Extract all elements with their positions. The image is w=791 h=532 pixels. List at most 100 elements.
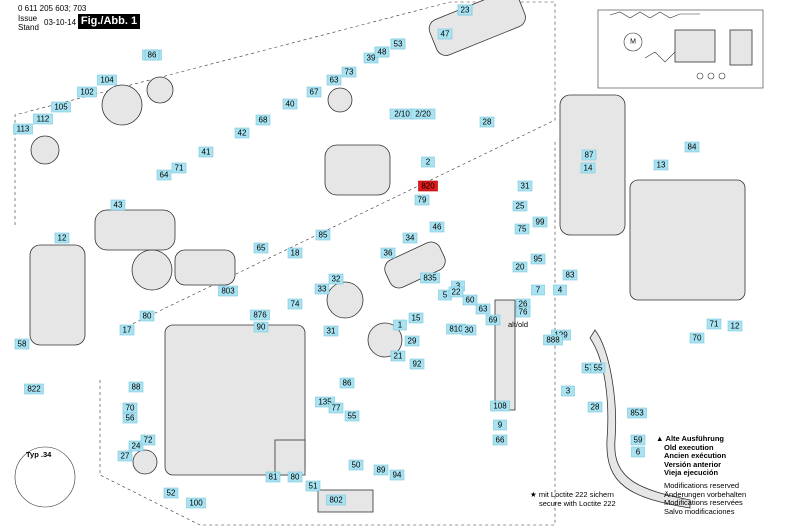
- part-label-text: 80: [143, 312, 152, 321]
- part-label-box: [282, 98, 298, 110]
- part-label-text: 50: [352, 461, 361, 470]
- part-label-box: [363, 52, 379, 64]
- part-label: 87: [581, 149, 597, 161]
- part-label: 94: [389, 469, 405, 481]
- part-label: 9: [493, 419, 507, 431]
- part-label-box: [532, 216, 548, 228]
- part-label-text: 12: [731, 322, 740, 331]
- part-label-text: 31: [521, 182, 530, 191]
- part-label-text: 27: [121, 452, 130, 461]
- part-label-box: [420, 272, 440, 284]
- alt-old-label: alt/old: [508, 320, 529, 329]
- part-label: 112: [33, 113, 53, 125]
- part-label-box: [410, 108, 436, 120]
- part-label-text: 876: [253, 311, 267, 320]
- part-label: 55: [590, 362, 606, 374]
- part-label: 14: [580, 162, 596, 174]
- part-label-box: [171, 162, 187, 174]
- part-label-box: [512, 200, 528, 212]
- part-label: 22: [448, 286, 464, 298]
- part-label-text: 1: [398, 321, 403, 330]
- part-label-box: [493, 419, 507, 431]
- part-label-text: 28: [483, 118, 492, 127]
- part-label-text: 68: [259, 116, 268, 125]
- part-label-box: [627, 407, 647, 419]
- part-label-box: [97, 74, 117, 86]
- part-label-text: 58: [18, 340, 27, 349]
- part-label: 20: [512, 261, 528, 273]
- part-label: 95: [530, 253, 546, 265]
- old-line-1: Alte Ausführung: [665, 434, 724, 443]
- part-label-text: 83: [566, 271, 575, 280]
- part-label: 68: [255, 114, 271, 126]
- old-line-3: Ancien exécution: [664, 451, 727, 460]
- part-label: 65: [253, 242, 269, 254]
- loctite-marker: ★: [530, 490, 537, 499]
- part-label-text: 22: [452, 288, 461, 297]
- part-label-text: 74: [291, 300, 300, 309]
- part-label: 63: [326, 74, 342, 86]
- part-label-box: [380, 247, 396, 259]
- part-label-text: 18: [291, 249, 300, 258]
- part-label-text: 135: [318, 398, 332, 407]
- part-label: 12: [727, 320, 743, 332]
- part-label-text: 4: [558, 286, 563, 295]
- part-label-text: 7: [536, 286, 541, 295]
- stand-label: Stand: [18, 23, 39, 32]
- part-label-box: [323, 325, 339, 337]
- loctite-line-2: secure with Loctite 222: [539, 498, 616, 508]
- part-label: 50: [348, 459, 364, 471]
- part-label-box: [492, 434, 508, 446]
- part-label-box: [287, 471, 303, 483]
- part-label: 30: [461, 324, 477, 336]
- part-label: 88: [128, 381, 144, 393]
- part-label-box: [515, 306, 531, 318]
- mod-line-2: Änderungen vorbehalten: [664, 489, 747, 499]
- part-label: 71: [171, 162, 187, 174]
- part-label-text: 95: [534, 255, 543, 264]
- part-label-box: [402, 232, 418, 244]
- part-label: 92: [409, 358, 425, 370]
- part-label-text: 88: [132, 383, 141, 392]
- part-label: 43: [110, 199, 126, 211]
- part-label: 24: [128, 440, 144, 452]
- part-label: 802: [326, 494, 346, 506]
- part-label-text: 72: [144, 436, 153, 445]
- part-label: 48: [374, 46, 390, 58]
- part-label: 29: [404, 335, 420, 347]
- part-label-text: 104: [100, 76, 114, 85]
- part-label-text: 70: [126, 404, 135, 413]
- part-label-text: 42: [238, 129, 247, 138]
- part-label-box: [684, 141, 700, 153]
- part-label-box: [13, 123, 33, 135]
- part-label-text: 79: [418, 196, 427, 205]
- part-label-text: 80: [291, 473, 300, 482]
- part-label-box: [163, 487, 179, 499]
- part-label-box: [287, 298, 303, 310]
- part-label-box: [306, 86, 322, 98]
- part-label-text: 65: [257, 244, 266, 253]
- part-label-text: 67: [310, 88, 319, 97]
- part-label-box: [418, 180, 438, 192]
- part-label-box: [689, 332, 705, 344]
- part-label-box: [326, 494, 346, 506]
- part-label: 34: [402, 232, 418, 244]
- part-label: 3: [561, 385, 575, 397]
- part-label-text: 52: [167, 489, 176, 498]
- part-label-text: 57: [585, 364, 594, 373]
- part-label-box: [305, 480, 321, 492]
- issue-label: Issue: [18, 14, 38, 23]
- part-label-text: 32: [332, 275, 341, 284]
- part-label: 80: [287, 471, 303, 483]
- part-label: 31: [517, 180, 533, 192]
- part-label-text: 29: [408, 337, 417, 346]
- part-label: 32: [328, 273, 344, 285]
- part-label-box: [51, 101, 71, 113]
- part-label-box: [328, 402, 344, 414]
- part-label-text: 87: [585, 151, 594, 160]
- part-label-box: [590, 362, 606, 374]
- old-line-5: Vieja ejecución: [664, 468, 719, 477]
- part-label-box: [448, 286, 464, 298]
- typ-label: Typ .34: [26, 450, 52, 459]
- part-label: 58: [14, 338, 30, 350]
